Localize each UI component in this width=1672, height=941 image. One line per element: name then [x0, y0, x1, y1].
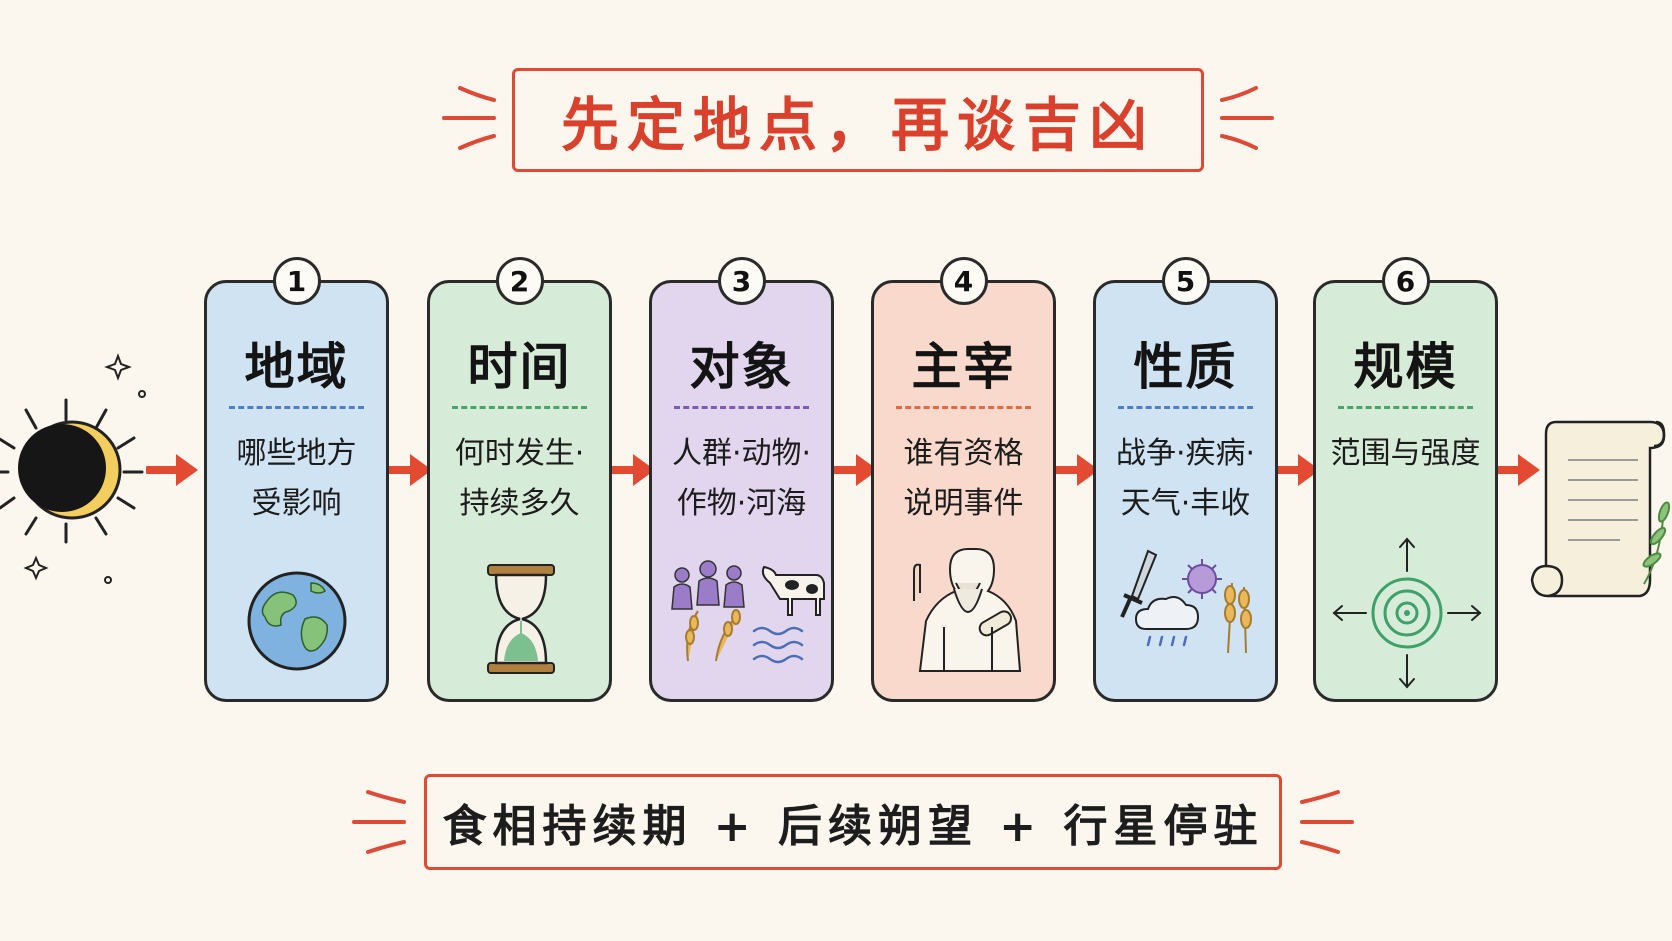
dashed-divider: [452, 406, 587, 409]
desc-line: 何时发生·: [454, 436, 585, 471]
step-number: 4: [939, 257, 988, 305]
step-description: 哪些地方 受影响: [213, 429, 380, 529]
step-title: 规模: [1353, 338, 1458, 396]
dashed-divider: [896, 406, 1031, 409]
dashed-divider: [674, 406, 809, 409]
step-description: 范围与强度: [1322, 429, 1489, 479]
step-card-ruler: 4 主宰 谁有资格 说明事件: [871, 257, 1056, 702]
desc-line: 人群·动物·: [671, 436, 812, 471]
dashed-divider: [1338, 406, 1473, 409]
step-description: 人群·动物· 作物·河海: [658, 429, 825, 529]
step-title: 对象: [689, 338, 794, 396]
flow-arrow: [826, 454, 878, 486]
sword-virus-rain-wheat-icon: [1120, 549, 1252, 654]
globe-icon: [247, 571, 347, 671]
step-description: 谁有资格 说明事件: [880, 429, 1047, 529]
desc-line: 作物·河海: [676, 486, 807, 521]
step-number: 2: [495, 257, 544, 305]
step-title: 主宰: [911, 338, 1016, 396]
dashed-divider: [1118, 406, 1253, 409]
flow-arrow: [146, 454, 198, 486]
step-card-time: 2 时间 何时发生· 持续多久: [427, 257, 612, 702]
desc-line: 说明事件: [903, 486, 1024, 521]
desc-line: 战争·疾病·: [1115, 436, 1256, 471]
step-card-target: 3 对象 人群·动物· 作物·河海: [649, 257, 834, 702]
step-title: 时间: [467, 338, 572, 396]
desc-line: 持续多久: [459, 486, 580, 521]
step-card-scale: 6 规模 范围与强度: [1313, 257, 1498, 702]
step-description: 战争·疾病· 天气·丰收: [1102, 429, 1269, 529]
step-number: 6: [1381, 257, 1430, 305]
step-card-region: 1 地域 哪些地方 受影响: [204, 257, 389, 702]
desc-line: 范围与强度: [1330, 436, 1481, 471]
page-title: 先定地点，再谈吉凶: [560, 91, 1155, 159]
desc-line: 天气·丰收: [1120, 486, 1251, 521]
target-icon: [1332, 537, 1482, 689]
step-number: 5: [1161, 257, 1210, 305]
step-title: 性质: [1133, 338, 1238, 396]
title-banner: 先定地点，再谈吉凶: [512, 68, 1204, 172]
step-card-nature: 5 性质 战争·疾病· 天气·丰收: [1093, 257, 1278, 702]
step-description: 何时发生· 持续多久: [436, 429, 603, 529]
desc-line: 受影响: [251, 486, 342, 521]
step-title: 地域: [244, 338, 349, 396]
dashed-divider: [229, 406, 364, 409]
desc-line: 哪些地方: [236, 436, 357, 471]
step-number: 3: [717, 257, 766, 305]
summary-text: 食相持续期 + 后续朔望 + 行星停驻: [442, 801, 1264, 852]
hourglass-icon: [487, 564, 555, 674]
step-number: 1: [272, 257, 321, 305]
sage-scroll-icon: [913, 548, 1022, 672]
people-animals-crops-icon: [671, 560, 825, 664]
desc-line: 谁有资格: [903, 436, 1024, 471]
summary-banner: 食相持续期 + 后续朔望 + 行星停驻: [424, 774, 1282, 870]
